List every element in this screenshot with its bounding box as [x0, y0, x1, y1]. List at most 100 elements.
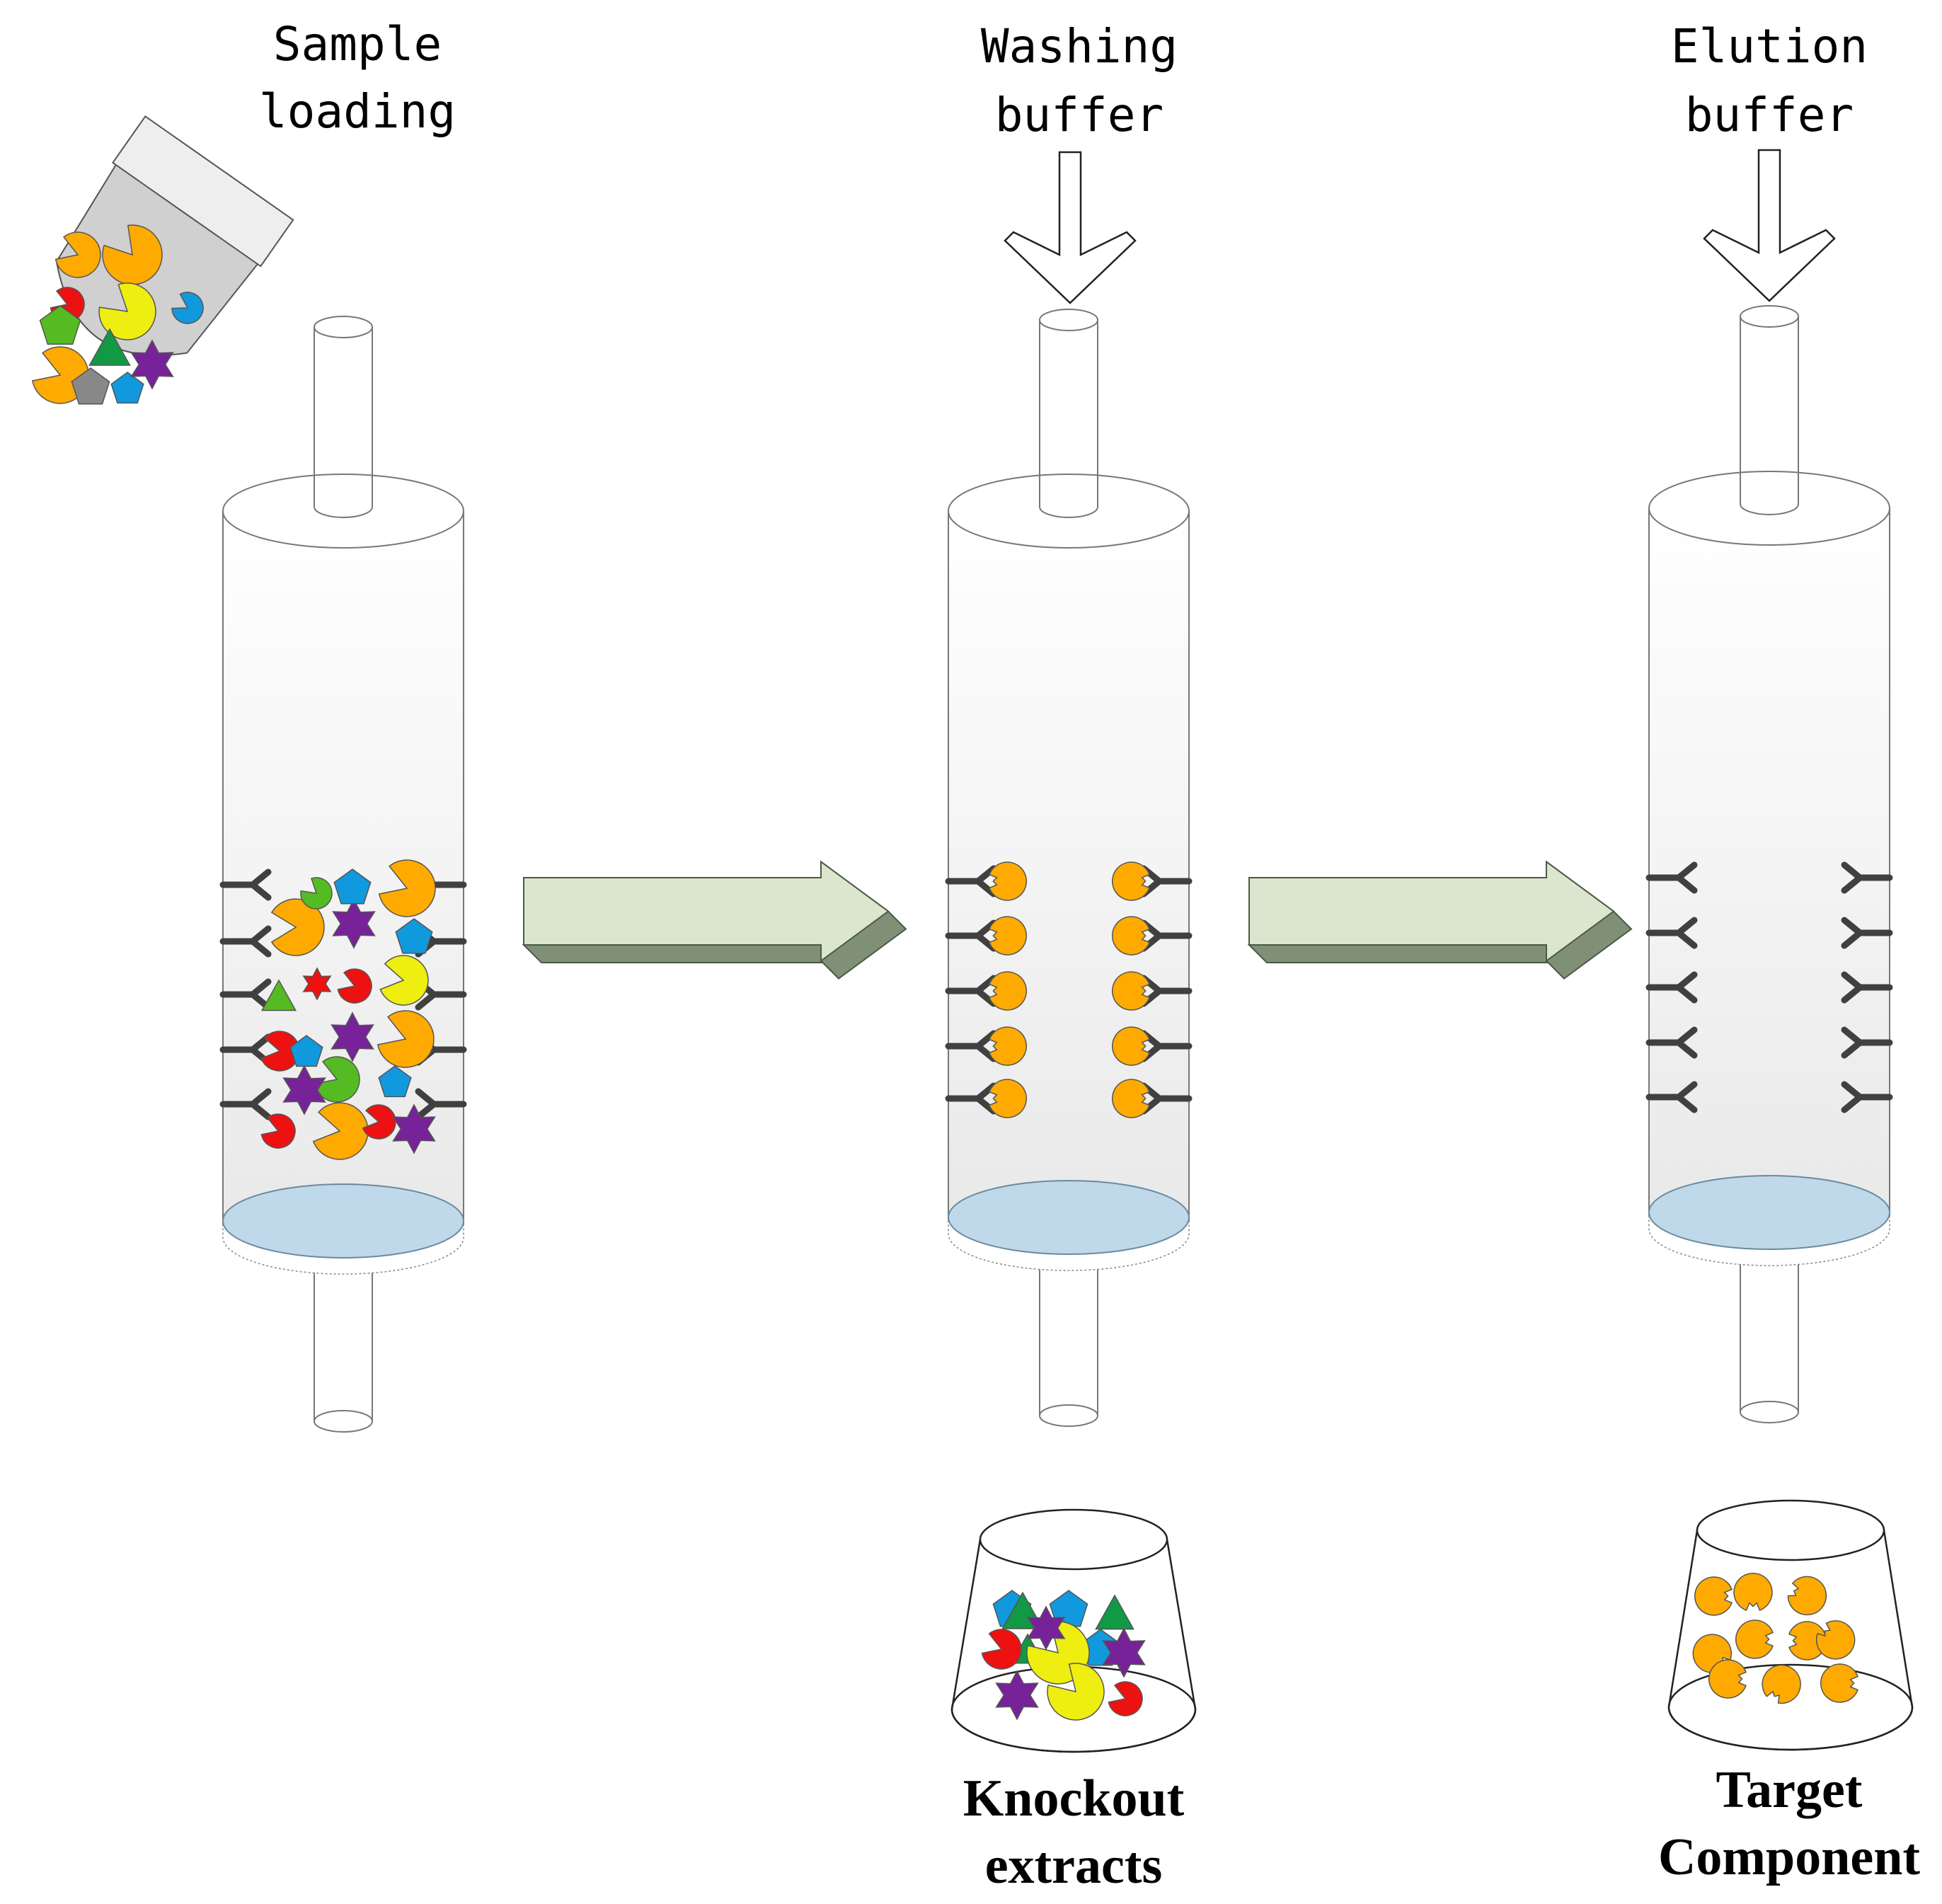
target-molecule [1787, 1576, 1827, 1616]
column-bottom [222, 1220, 464, 1275]
antibody [1645, 861, 1698, 894]
target-molecule [312, 1102, 369, 1160]
svg-text:Target: Target [1716, 1761, 1863, 1819]
target-molecule [270, 898, 325, 956]
column-elution [1645, 305, 1893, 1423]
star-molecule [282, 1065, 326, 1116]
target-molecule [1112, 971, 1150, 1011]
inlet-opening [1740, 305, 1799, 328]
star-molecule [1102, 1627, 1146, 1678]
contaminant-pacman [362, 1104, 396, 1140]
target-molecule [989, 1079, 1027, 1118]
pentagon-molecule [289, 1035, 323, 1067]
star-molecule [995, 1670, 1039, 1721]
target-molecule [1708, 1659, 1747, 1699]
inlet-opening [1039, 309, 1098, 331]
elution-buffer-arrow [1703, 149, 1836, 302]
triangle-molecule [1095, 1594, 1134, 1630]
antibody [1645, 917, 1698, 949]
svg-text:extracts: extracts [985, 1837, 1163, 1895]
filter-frit [948, 1180, 1190, 1255]
column-bottom [1648, 1212, 1890, 1266]
svg-text:buffer: buffer [995, 88, 1164, 142]
target-molecule [1735, 1619, 1774, 1659]
star-molecule [332, 898, 376, 949]
svg-text:Washing: Washing [981, 19, 1178, 74]
contaminant-pacman [337, 968, 372, 1004]
column-bottom [948, 1217, 1190, 1271]
star-molecule [331, 1011, 374, 1062]
pentagon-molecule [333, 868, 372, 905]
beaker-contents [31, 224, 204, 405]
target-molecule [102, 224, 163, 285]
knockout-extracts-label: Knockout extracts [963, 1770, 1185, 1895]
pentagon-molecule [110, 372, 144, 404]
contaminant-pacman [300, 877, 333, 910]
svg-text:loading: loading [259, 84, 456, 139]
arrow-face [523, 860, 890, 963]
pentagon-molecule [378, 1065, 412, 1098]
target-molecule [989, 1026, 1027, 1066]
knockout-contents [981, 1590, 1146, 1721]
svg-text:Elution: Elution [1671, 19, 1868, 74]
column-sample-loading [219, 316, 467, 1433]
antibody [415, 1088, 467, 1120]
contaminant-pacman [379, 955, 429, 1006]
target-molecule [989, 971, 1027, 1011]
antibody [1841, 1081, 1893, 1113]
contaminant-pacman [98, 282, 156, 340]
elution-buffer-label: Elution buffer [1671, 19, 1868, 142]
target-molecule [989, 916, 1027, 956]
antibody-set [945, 861, 1193, 1118]
antibody [1841, 917, 1893, 949]
filter-frit [1648, 1175, 1890, 1250]
triangle-molecule [260, 979, 297, 1011]
contaminant-pacman [1108, 1681, 1143, 1716]
down-arrow-icon [1703, 149, 1836, 302]
beaker-rim [112, 115, 294, 268]
svg-text:Knockout: Knockout [963, 1770, 1185, 1828]
target-molecule [989, 861, 1027, 901]
arrow-face [1248, 860, 1615, 963]
sample-mixture [260, 859, 436, 1160]
target-molecule [1820, 1663, 1858, 1703]
target-molecule [1112, 916, 1150, 956]
tube-joint [1740, 503, 1799, 515]
arrow-to-washing [522, 860, 907, 980]
washing-buffer-label: Washing buffer [981, 19, 1178, 142]
column-top [222, 474, 464, 549]
cup-top [1696, 1499, 1885, 1561]
target-molecule [378, 859, 436, 917]
antibody [1841, 971, 1893, 1004]
antibody [1841, 861, 1893, 894]
arrow-bottom-face [522, 944, 841, 963]
target-molecule [1112, 1079, 1150, 1118]
star-molecule [392, 1103, 436, 1154]
star-molecule [130, 339, 174, 390]
pentagon-molecule [71, 367, 110, 405]
arrow-bottom-face [1247, 944, 1566, 963]
target-molecule [1694, 1576, 1733, 1616]
antibody [219, 1088, 272, 1120]
cup-bottom [1667, 1663, 1914, 1751]
target-molecule [1112, 861, 1150, 901]
sample-loading-label: Sample loading [259, 17, 456, 139]
triangle-molecule [88, 328, 131, 366]
process-arrows [522, 860, 1633, 980]
columns [219, 305, 1893, 1433]
target-cup [1667, 1499, 1914, 1751]
washing-buffer-arrow [1004, 151, 1137, 304]
tube-joint [314, 506, 373, 518]
collection-cups [950, 1499, 1914, 1753]
target-contents [1692, 1573, 1858, 1704]
target-molecule [1733, 1573, 1773, 1611]
down-arrow-icon [1004, 151, 1137, 304]
antibody [1645, 1026, 1698, 1059]
antibody [1645, 1081, 1698, 1113]
antibody [219, 868, 272, 901]
buffer-inlet-arrows [1004, 149, 1836, 304]
tube-joint [1039, 506, 1098, 518]
inlet-opening [314, 316, 373, 338]
outlet-opening [1039, 1404, 1098, 1427]
target-component-label: Target Component [1658, 1761, 1920, 1886]
